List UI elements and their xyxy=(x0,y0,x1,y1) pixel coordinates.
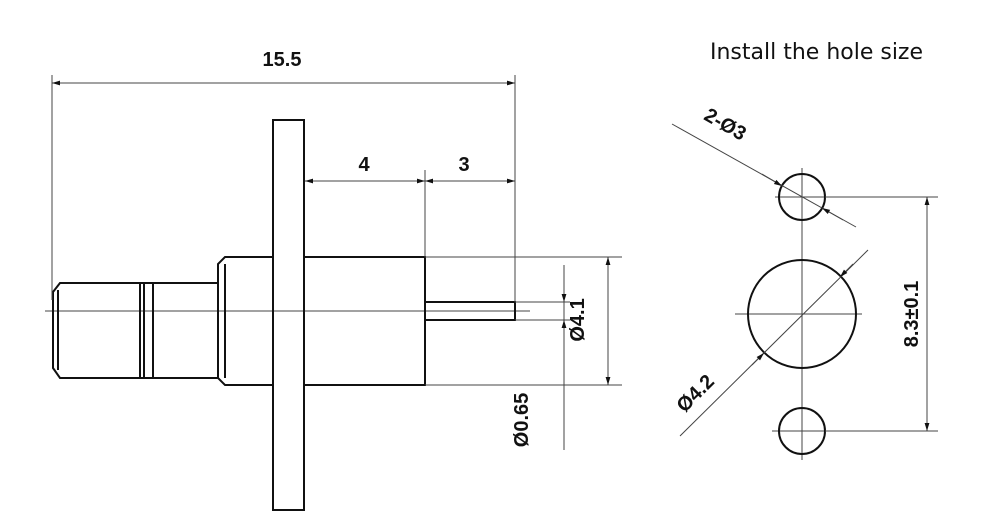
dim-overall-length: 15.5 xyxy=(263,49,302,71)
dim-center-hole: Ø4.2 xyxy=(673,371,719,417)
groove xyxy=(139,282,153,379)
front-body xyxy=(217,256,273,386)
neck xyxy=(152,282,218,379)
hole-pattern: 2-Ø3 Ø4.2 8.3±0.1 xyxy=(671,104,938,460)
dim-pin-length: 3 xyxy=(458,154,469,176)
rear-body xyxy=(304,256,426,386)
nose xyxy=(52,282,140,379)
center-hole xyxy=(747,259,857,369)
page-title: Install the hole size xyxy=(710,40,924,65)
dim-pin-diameter: Ø0.65 xyxy=(511,393,533,447)
dim-small-holes: 2-Ø3 xyxy=(700,104,750,145)
dim-body-diameter: Ø4.1 xyxy=(567,298,589,341)
flange xyxy=(272,119,305,511)
dim-body-length: 4 xyxy=(358,154,370,176)
pin xyxy=(424,301,516,321)
connector-side-view: 15.5 4 3 Ø4.1 Ø0.65 xyxy=(45,49,622,511)
dim-hole-spacing: 8.3±0.1 xyxy=(901,281,923,348)
